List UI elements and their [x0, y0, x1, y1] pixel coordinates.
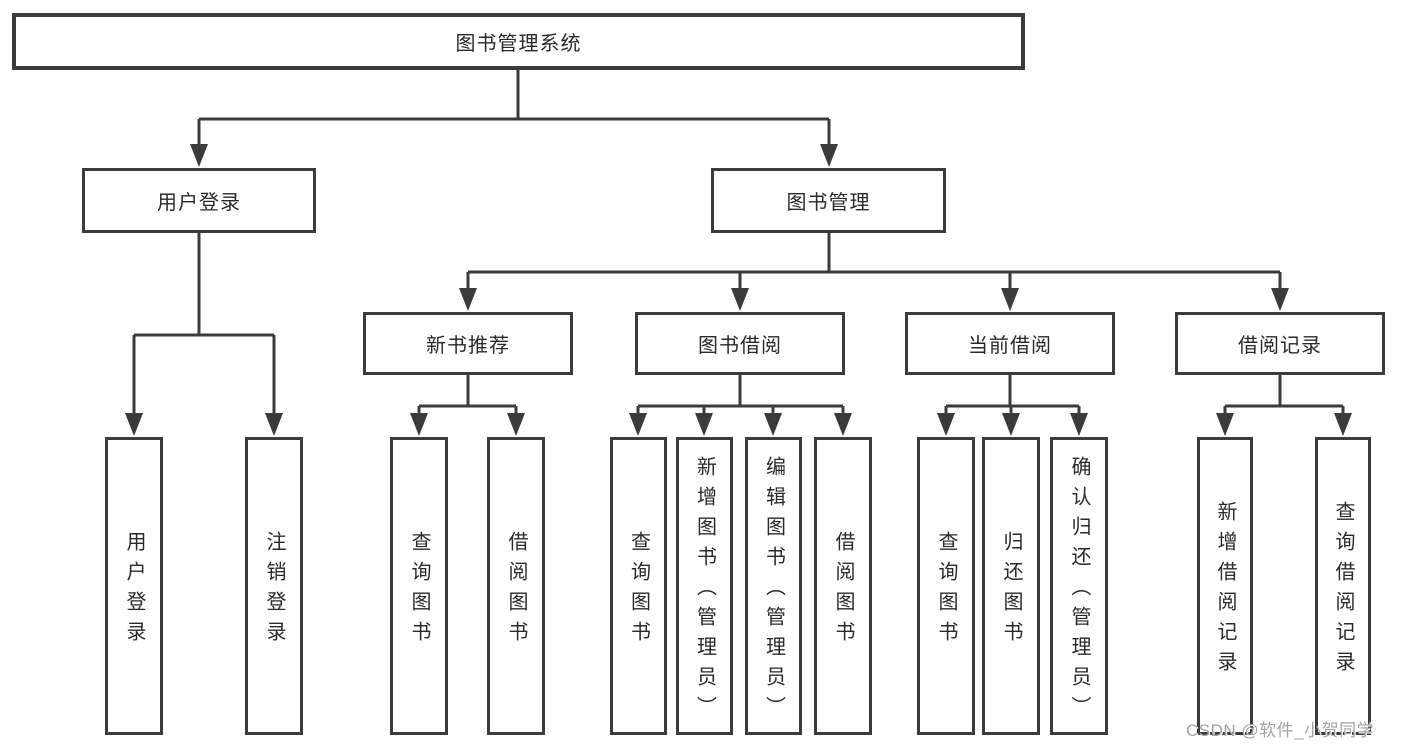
leaf-nbr-query-books-label: 查询图书 — [408, 531, 430, 651]
leaf-nbr-borrow-books-label: 借阅图书 — [505, 531, 527, 651]
node-user-login: 用户登录 — [82, 168, 316, 233]
leaf-bb-edit-book-admin: 编辑图书（管理员） — [745, 437, 802, 735]
leaf-br-add-record: 新增借阅记录 — [1197, 437, 1253, 735]
csdn-watermark: CSDN @软件_小贺同学 — [1186, 721, 1375, 740]
leaf-bb-edit-book-admin-label: 编辑图书（管理员） — [762, 456, 785, 726]
leaf-cb-query-books-label: 查询图书 — [935, 531, 957, 651]
leaf-user-login: 用户登录 — [105, 437, 163, 735]
connector-current-borrow-rail — [946, 375, 1079, 408]
node-borrowing-records-label: 借阅记录 — [1238, 335, 1322, 357]
node-new-book-recommendation-label: 新书推荐 — [426, 335, 510, 357]
connector-records-rail — [1225, 375, 1343, 408]
leaf-cb-confirm-return-admin: 确认归还（管理员） — [1050, 437, 1108, 735]
leaf-br-query-record: 查询借阅记录 — [1315, 437, 1371, 735]
leaf-br-add-record-label: 新增借阅记录 — [1214, 501, 1236, 681]
leaf-bb-borrow-books: 借阅图书 — [814, 437, 872, 735]
connector-book-borrow-rail — [638, 375, 843, 408]
leaf-logout: 注销登录 — [245, 437, 303, 735]
leaf-user-login-label: 用户登录 — [123, 531, 145, 651]
node-borrowing-records: 借阅记录 — [1175, 312, 1385, 375]
leaf-cb-return-books: 归还图书 — [982, 437, 1040, 735]
node-current-borrowing-label: 当前借阅 — [968, 335, 1052, 357]
connector-new-book-rail — [419, 375, 516, 408]
node-system-root-label: 图书管理系统 — [455, 33, 582, 55]
node-system-root: 图书管理系统 — [12, 13, 1025, 70]
connector-user-login-rail — [134, 233, 274, 337]
leaf-cb-confirm-return-admin-label: 确认归还（管理员） — [1068, 456, 1090, 726]
node-new-book-recommendation: 新书推荐 — [363, 312, 573, 375]
leaf-bb-query-books-label: 查询图书 — [627, 531, 650, 651]
node-book-management-label: 图书管理 — [786, 192, 871, 214]
node-user-login-label: 用户登录 — [157, 192, 241, 214]
leaf-bb-borrow-books-label: 借阅图书 — [832, 531, 854, 651]
node-book-borrowing: 图书借阅 — [635, 312, 845, 375]
leaf-logout-label: 注销登录 — [263, 531, 285, 651]
node-book-borrowing-label: 图书借阅 — [698, 335, 782, 357]
leaf-cb-query-books: 查询图书 — [917, 437, 975, 735]
node-current-borrowing: 当前借阅 — [905, 312, 1115, 375]
leaf-bb-add-book-admin: 新增图书（管理员） — [676, 437, 733, 735]
leaf-br-query-record-label: 查询借阅记录 — [1332, 501, 1354, 681]
leaf-cb-return-books-label: 归还图书 — [1000, 531, 1022, 651]
connector-book-mgmt-rail — [468, 233, 1280, 274]
leaf-nbr-borrow-books: 借阅图书 — [487, 437, 545, 735]
leaf-nbr-query-books: 查询图书 — [390, 437, 448, 735]
leaf-bb-query-books: 查询图书 — [610, 437, 667, 735]
connector-root-rail — [199, 70, 829, 121]
node-book-management: 图书管理 — [711, 168, 946, 233]
leaf-bb-add-book-admin-label: 新增图书（管理员） — [693, 456, 716, 726]
